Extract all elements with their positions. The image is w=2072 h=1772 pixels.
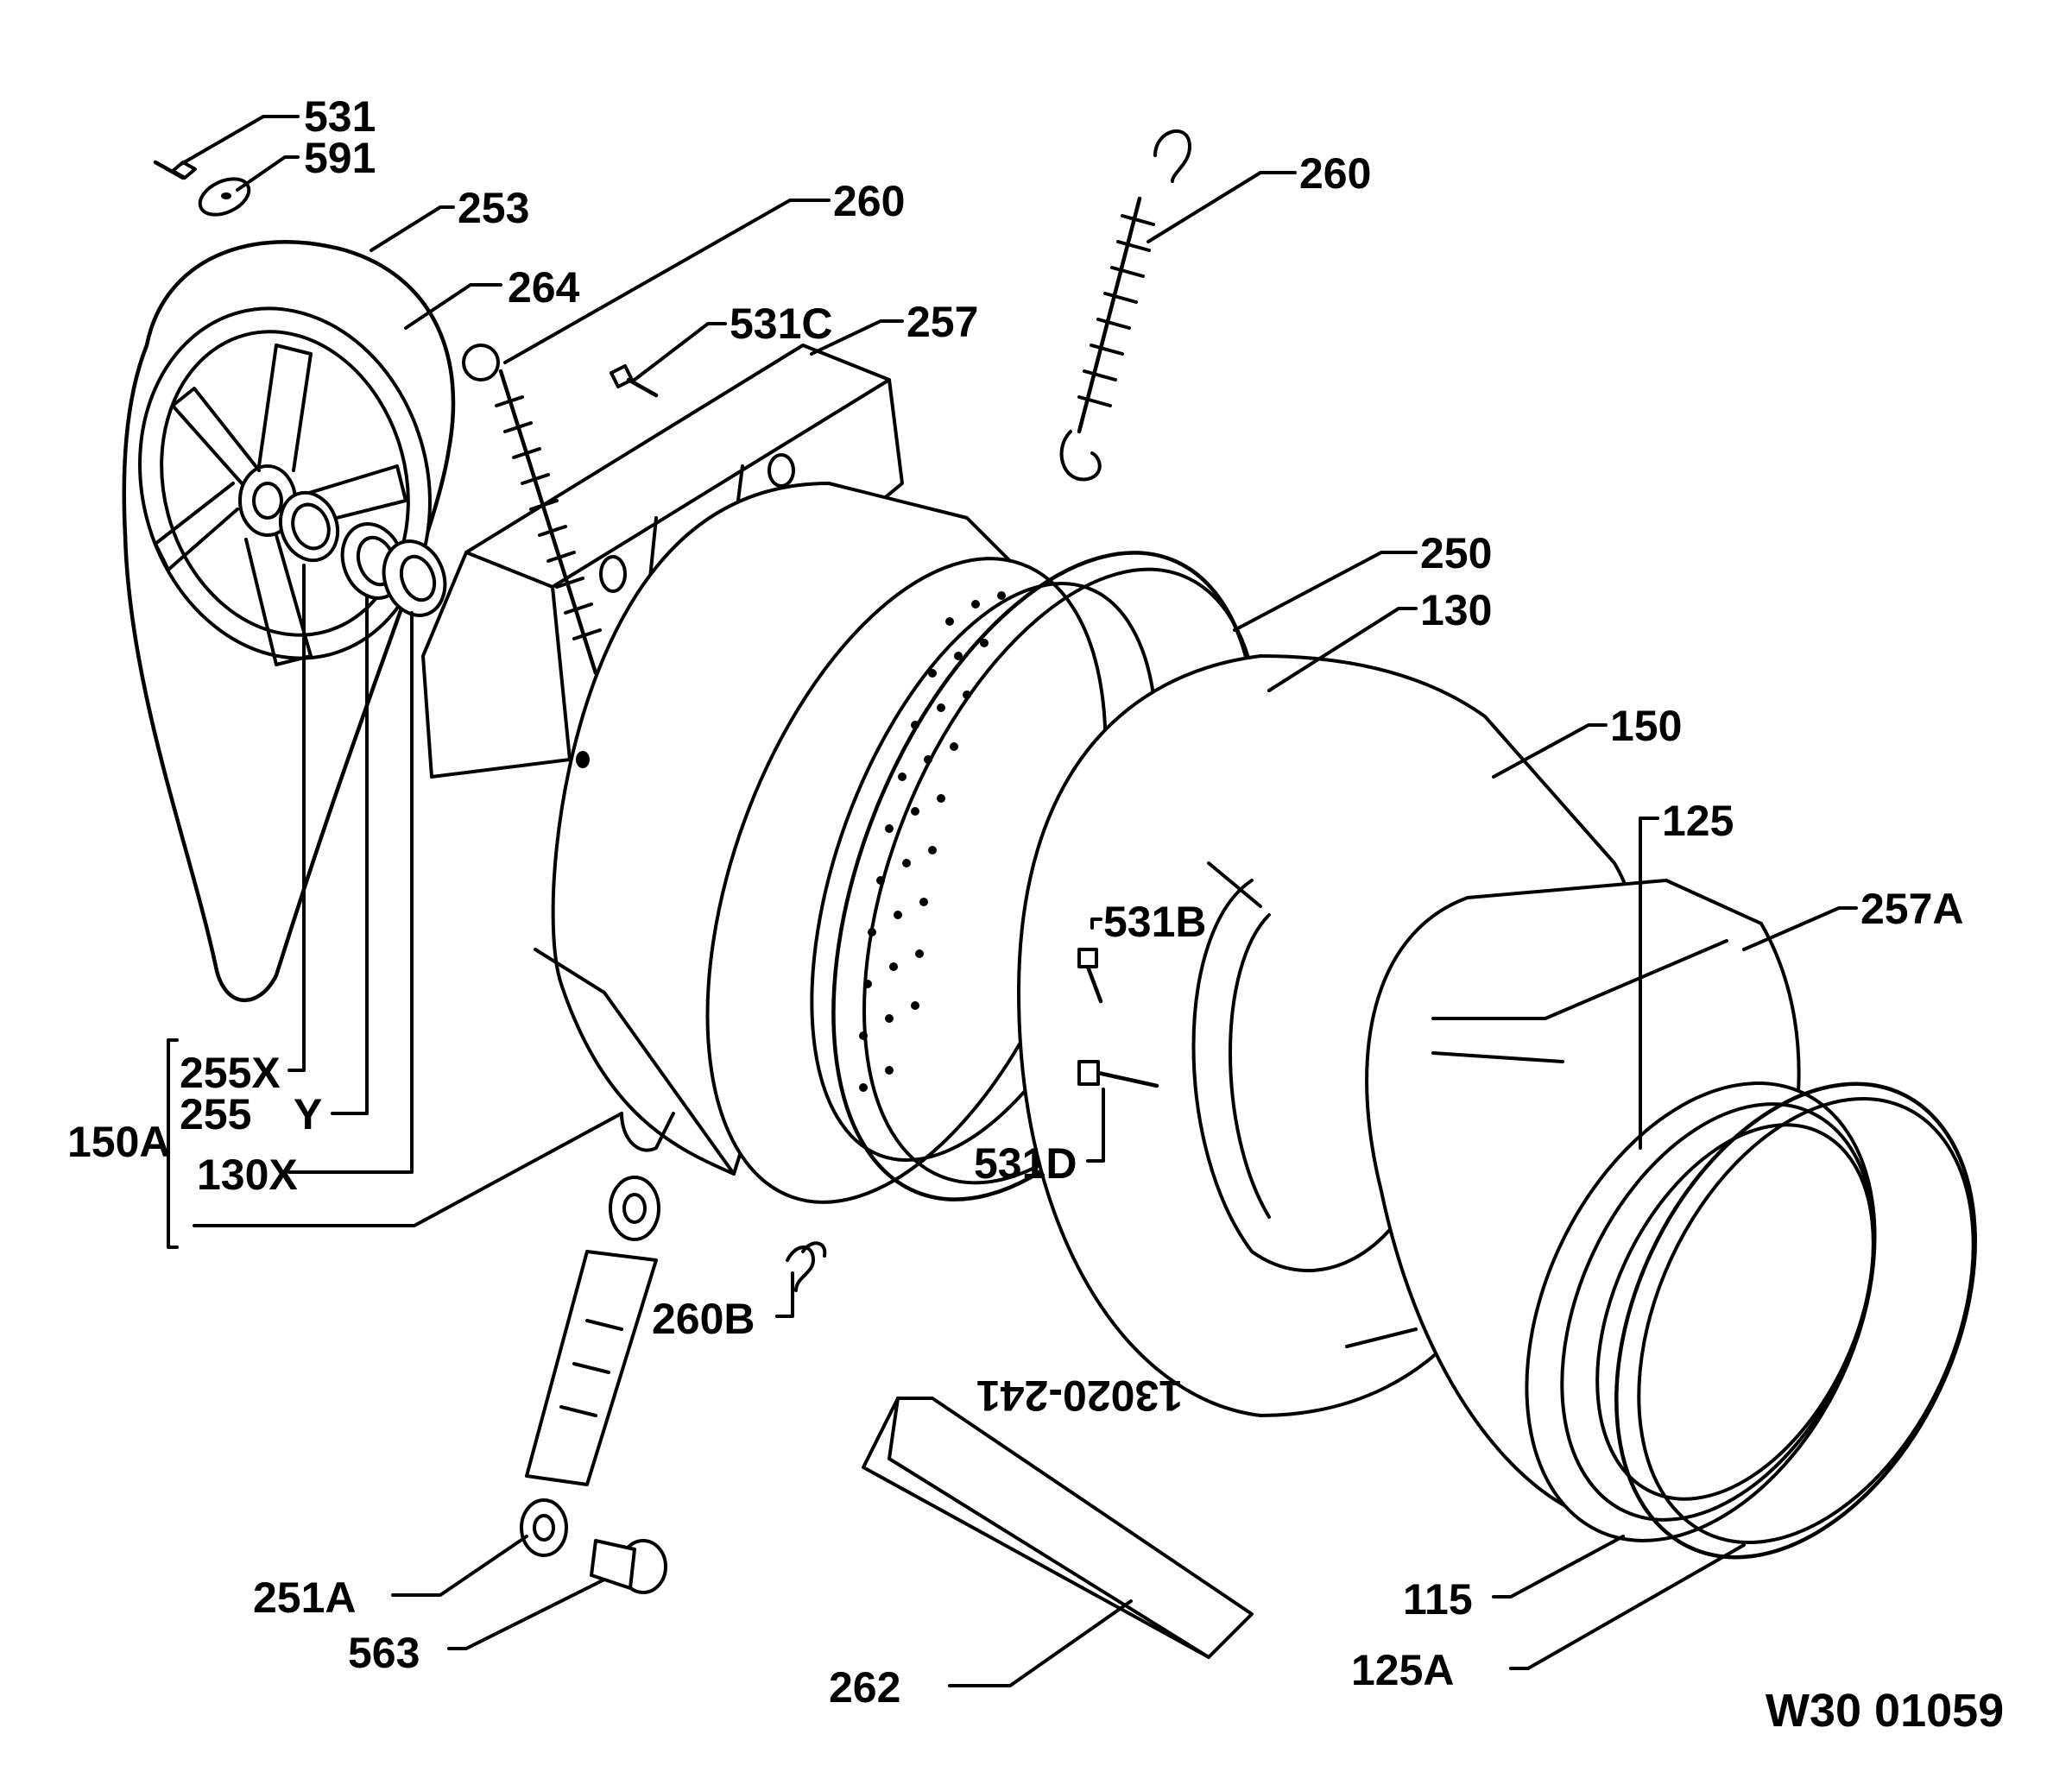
drum-perforations [859, 591, 1006, 1092]
label-264: 264 [508, 263, 580, 312]
screw-531 [153, 160, 197, 180]
label-260-left: 260 [833, 177, 905, 225]
label-255: 255 [180, 1090, 251, 1138]
drum-paddle-262 [862, 1397, 1254, 1659]
spring-clip-260b [786, 1241, 827, 1292]
label-531c: 531C [730, 300, 833, 348]
clamp-ring-125a [1614, 1081, 1977, 1560]
washer-591 [198, 177, 251, 217]
label-255-y: Y [294, 1090, 322, 1138]
callout-labels: 531 591 253 264 260 260 531C 257 250 130… [67, 92, 1964, 1712]
shock-absorber-251a [520, 1176, 660, 1557]
label-125: 125 [1662, 797, 1734, 845]
label-591: 591 [304, 134, 376, 182]
label-251a: 251A [253, 1573, 357, 1622]
drive-belt-253 [122, 240, 456, 1002]
drawing-code: W30 01059 [1766, 1685, 2004, 1737]
label-257a: 257A [1860, 885, 1964, 933]
label-531d: 531D [974, 1139, 1077, 1188]
label-531: 531 [304, 92, 376, 141]
label-130: 130 [1420, 586, 1492, 634]
label-262: 262 [829, 1663, 900, 1712]
suspension-spring-260-right [1059, 129, 1191, 482]
label-150a: 150A [67, 1118, 171, 1166]
bearing-255x [278, 490, 340, 563]
seal-130x [382, 539, 447, 617]
screw-531b [1077, 948, 1103, 1004]
label-253: 253 [458, 184, 529, 232]
svg-text:13020-241: 13020-241 [976, 1372, 1183, 1420]
label-115: 115 [1403, 1575, 1473, 1624]
label-130x: 130X [197, 1151, 298, 1199]
label-257: 257 [906, 298, 978, 346]
label-150: 150 [1610, 702, 1682, 750]
label-255x: 255X [180, 1049, 281, 1097]
bolt-563 [590, 1539, 667, 1594]
label-250: 250 [1420, 529, 1492, 577]
label-260b: 260B [652, 1295, 755, 1343]
label-531b: 531B [1103, 898, 1207, 946]
screw-531c [610, 364, 659, 398]
label-563: 563 [348, 1629, 420, 1677]
bolt-531d [1077, 1060, 1159, 1088]
leader-lines [167, 115, 1858, 1687]
door-seal-125 [1525, 1081, 1877, 1542]
label-125a: 125A [1351, 1646, 1455, 1694]
label-260-right: 260 [1299, 149, 1371, 198]
drum-130 [705, 557, 1159, 1204]
